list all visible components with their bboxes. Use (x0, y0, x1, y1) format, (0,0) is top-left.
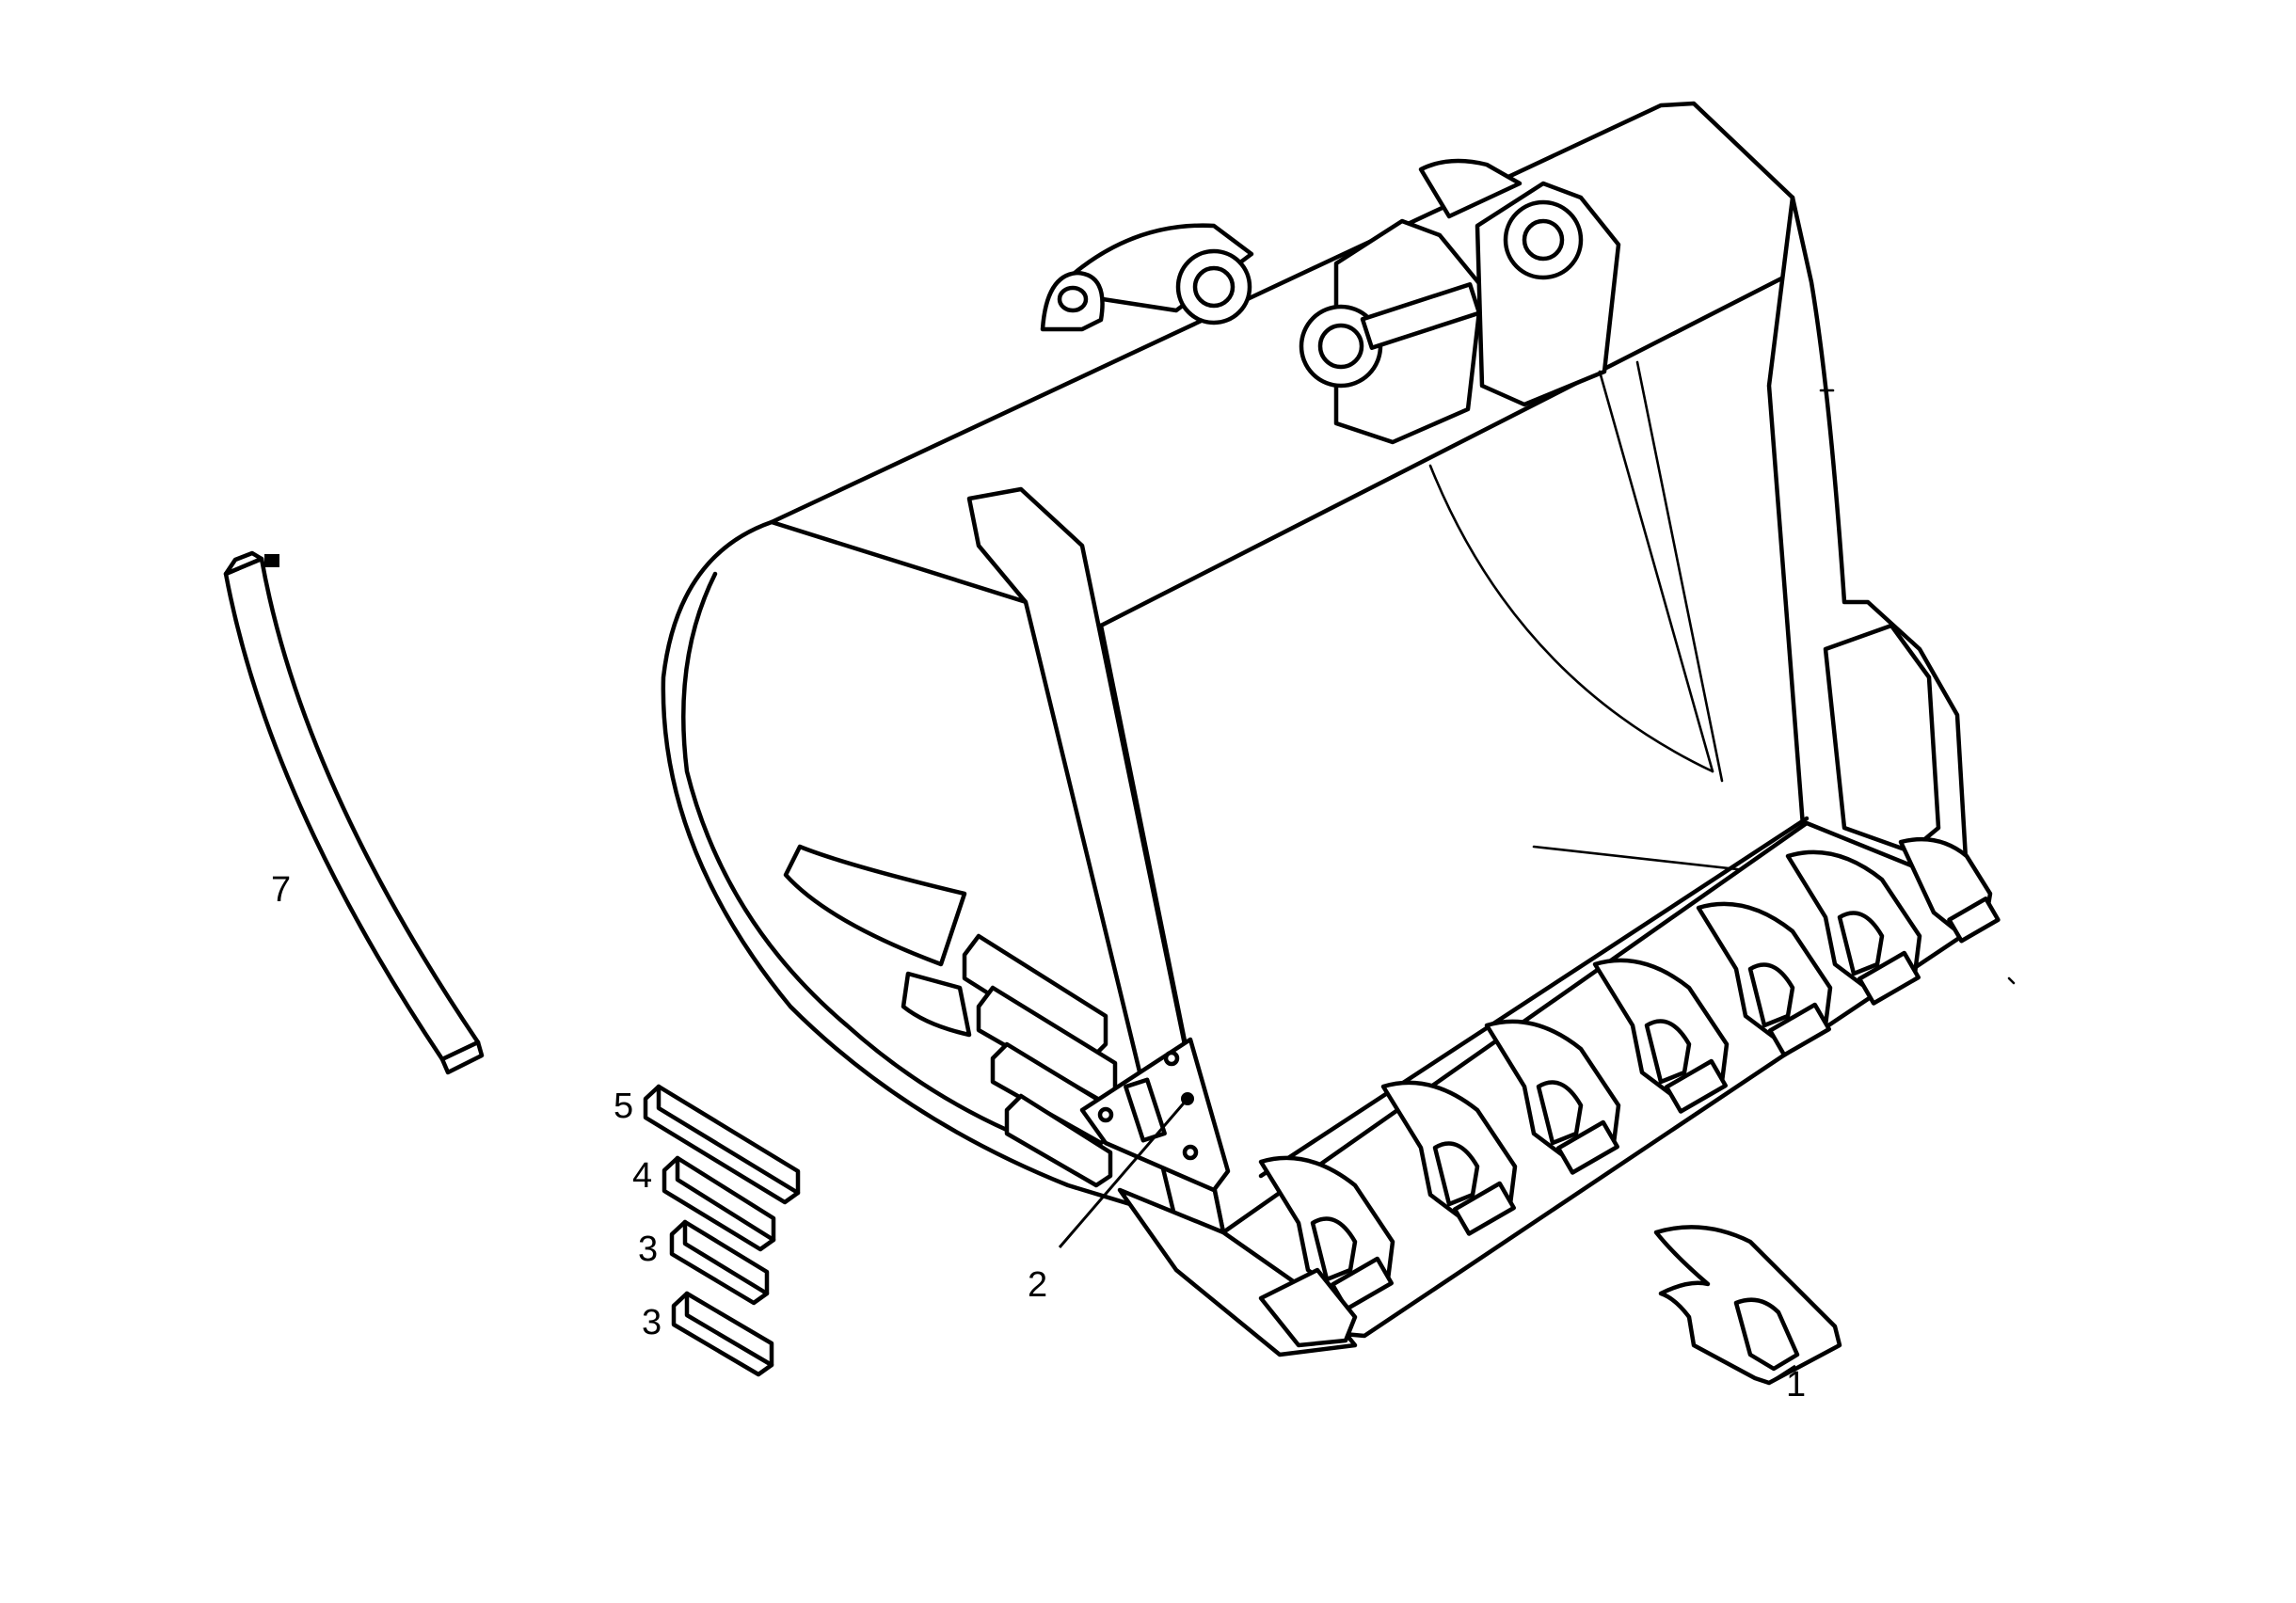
tooth (1785, 849, 1922, 1006)
bucket-top-plate (769, 101, 1795, 628)
tooth (1592, 958, 1730, 1114)
part-3b-wear-bar (671, 1291, 774, 1377)
callout-1: 1 (1786, 1365, 1806, 1405)
leader-2 (1058, 1098, 1189, 1248)
callout-3a: 3 (638, 1230, 658, 1269)
bucket (661, 101, 2001, 1357)
tooth (1380, 1080, 1518, 1236)
callout-4: 4 (632, 1156, 652, 1196)
hinge-lugs (1051, 158, 1621, 445)
bucket-teeth (1258, 836, 2001, 1311)
tooth (1898, 836, 2001, 944)
right-side-wear-plate (1823, 623, 1941, 854)
part-4-wear-bar (662, 1155, 776, 1252)
tooth (1258, 1155, 1395, 1311)
callout-2: 2 (1028, 1265, 1047, 1305)
part-5-wear-bar (643, 1084, 801, 1205)
callout-5: 5 (614, 1087, 633, 1126)
wear-strips-on-bucket (962, 933, 1118, 1188)
left-side-wear-plate (783, 844, 967, 967)
callout-3b: 3 (642, 1303, 662, 1342)
part-1-tooth (1653, 1225, 1842, 1386)
tooth (1484, 1019, 1621, 1175)
callout-7: 7 (271, 870, 291, 910)
part-3a-wear-bar (669, 1219, 770, 1306)
part-7-wear-strip (223, 550, 485, 1075)
leader-1 (1768, 1364, 1796, 1385)
tooth (1696, 901, 1833, 1057)
